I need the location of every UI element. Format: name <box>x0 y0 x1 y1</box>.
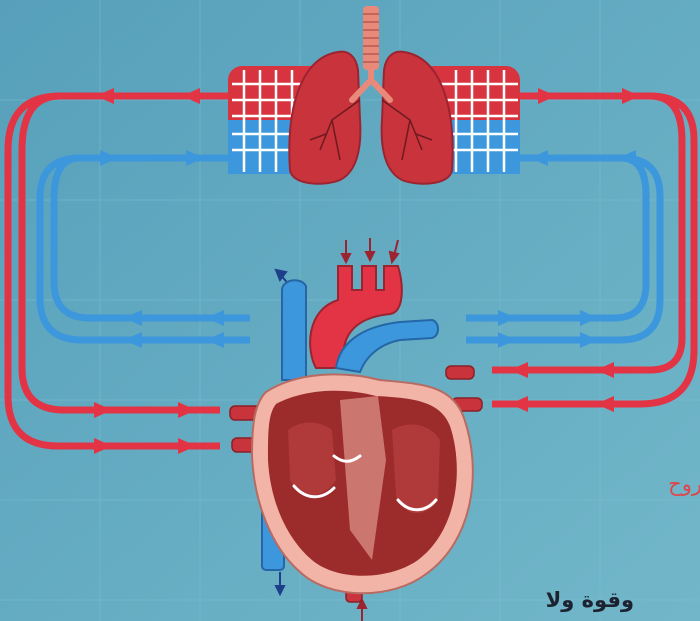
superior-vena-cava <box>282 280 306 380</box>
caption-fragment-bottom: وقوة ولا <box>546 588 634 612</box>
caption-fragment-red: روح <box>668 472 700 496</box>
